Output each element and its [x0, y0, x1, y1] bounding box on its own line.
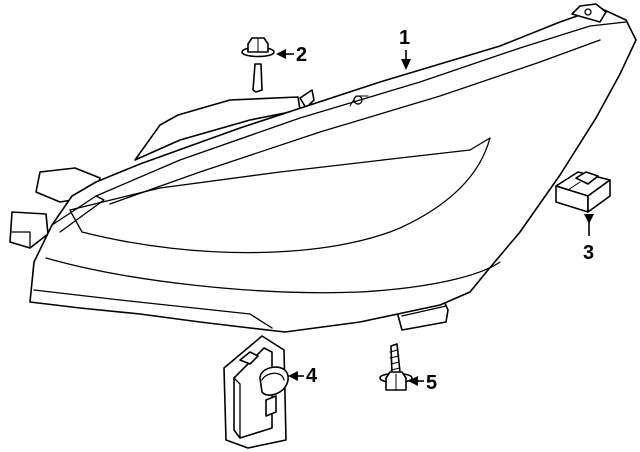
bolt-shank	[252, 63, 263, 93]
upper-lens-rim-inner	[109, 39, 601, 205]
part-3-clip[interactable]	[555, 171, 611, 213]
clip-step	[567, 181, 581, 191]
rear-housing-bulge	[134, 96, 301, 161]
callout-2-arrowhead	[276, 49, 286, 59]
callout-5: 5	[408, 372, 437, 394]
left-lower-mount-tab	[9, 211, 49, 249]
callout-5-arrowhead	[408, 376, 418, 386]
clip-side-face	[587, 179, 611, 213]
left-bezel-line	[51, 195, 105, 233]
bottom-connector-boss-edge	[401, 305, 447, 317]
upper-housing-pin-base	[349, 95, 369, 107]
socket-body-edge	[233, 377, 241, 439]
inner-bezel-upper	[69, 137, 491, 211]
callout-1: 1	[399, 27, 411, 70]
part-2-bolt[interactable]	[241, 37, 275, 93]
socket-tab	[239, 351, 259, 365]
bottom-lens-rim	[33, 289, 273, 329]
screw-thread	[389, 349, 401, 371]
clip-slot	[575, 171, 599, 185]
callout-1-label: 1	[399, 27, 410, 49]
top-corner-mount-ear	[571, 3, 607, 23]
socket-lower-notch	[265, 395, 277, 417]
bulb-ring	[261, 372, 285, 381]
upper-lens-rim	[95, 21, 627, 197]
socket-body	[233, 347, 273, 439]
left-lower-mount-tab-edge	[11, 231, 31, 249]
inner-bezel-left	[69, 209, 83, 233]
callout-4-label: 4	[306, 365, 318, 387]
callout-3-arrowhead	[584, 214, 594, 224]
callout-3-label: 3	[583, 242, 594, 264]
part-5-screw[interactable]	[379, 343, 413, 391]
top-corner-mount-hole	[584, 8, 592, 16]
callout-3: 3	[583, 214, 594, 264]
callout-2: 2	[276, 44, 307, 66]
inner-bezel-curve	[81, 137, 491, 254]
lower-lens-sweep	[45, 257, 501, 294]
callout-1-arrowhead	[401, 59, 411, 70]
part-4-bulb-socket[interactable]	[223, 335, 289, 449]
callout-5-label: 5	[426, 372, 437, 394]
headlamp-housing	[29, 7, 637, 333]
callout-2-label: 2	[296, 44, 307, 66]
callout-4-arrowhead	[288, 371, 298, 381]
upper-rear-mount-tab	[299, 89, 315, 109]
callout-4: 4	[288, 365, 318, 387]
part-1-headlamp-assembly[interactable]	[9, 3, 637, 333]
